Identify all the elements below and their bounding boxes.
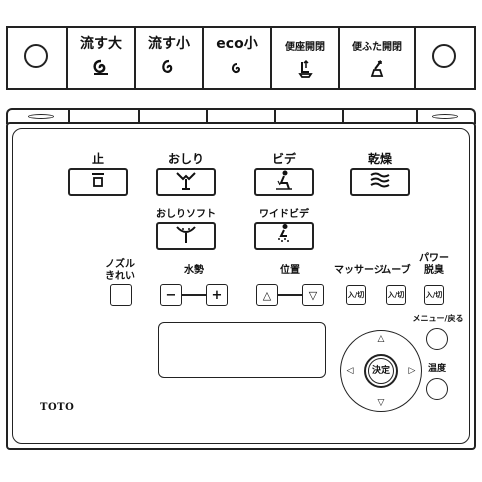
seat-open-close-button[interactable]: 便座開閉 [272, 28, 340, 88]
move-toggle-button[interactable]: 入/切 [386, 285, 406, 305]
panel-slot-right [432, 114, 458, 119]
massage-label: マッサージ [334, 265, 384, 276]
nozzle-clean-button[interactable] [110, 284, 132, 306]
position-label: 位置 [280, 265, 300, 276]
dpad-left-button[interactable]: ◁ [346, 366, 354, 376]
flush-eco-label: eco小 [216, 36, 258, 52]
panel-top-tabs [6, 108, 476, 124]
power-deodorize-label-line1: パワー [419, 253, 449, 264]
move-label: ムーブ [381, 265, 411, 276]
stop-icon [88, 170, 108, 195]
soft-spray-icon [173, 223, 199, 250]
oshiri-soft-label: おしりソフト [156, 209, 216, 220]
flush-large-button[interactable]: 流す大 [68, 28, 136, 88]
oshiri-soft-button[interactable] [156, 222, 216, 250]
dry-label: 乾燥 [367, 152, 392, 166]
wide-bide-button[interactable] [254, 222, 314, 250]
swirl-icon [68, 58, 134, 83]
seat-icon [272, 58, 338, 83]
remote-panel-inner [12, 128, 470, 444]
menu-back-label: メニュー/戻る [412, 314, 464, 323]
flush-eco-button[interactable]: eco小 [204, 28, 272, 88]
toto-logo: TOTO [40, 402, 75, 413]
lid-open-close-button[interactable]: 便ふた開閉 [340, 28, 416, 88]
flush-small-button[interactable]: 流す小 [136, 28, 204, 88]
stop-label: 止 [91, 152, 104, 166]
wide-bidet-icon [272, 223, 296, 250]
flush-strip: 流す大 流す小 eco小 便座開閉 便ふた開閉 [6, 26, 476, 90]
bidet-icon [272, 169, 296, 196]
massage-toggle-button[interactable]: 入/切 [346, 285, 366, 305]
swirl-icon [136, 58, 202, 83]
power-deodorize-label-line2: 脱臭 [424, 265, 444, 276]
power-deodorize-toggle-button[interactable]: 入/切 [424, 285, 444, 305]
temperature-button[interactable] [426, 378, 448, 400]
nozzle-clean-label-line2: きれい [105, 271, 135, 282]
seat-open-close-label: 便座開閉 [285, 42, 325, 53]
temperature-label: 温度 [427, 364, 446, 374]
wide-bide-label: ワイドビデ [259, 209, 309, 220]
flush-large-label: 流す大 [80, 36, 122, 52]
water-pressure-label: 水勢 [184, 265, 204, 276]
dry-air-icon [368, 171, 392, 194]
dry-button[interactable] [350, 168, 410, 196]
stop-button[interactable] [68, 168, 128, 196]
dpad-center-ring: 決定 [368, 358, 394, 384]
oshiri-label: おしり [167, 152, 204, 166]
position-connector [278, 294, 302, 296]
dpad-center-label: 決定 [371, 366, 390, 376]
lid-open-close-label: 便ふた開閉 [352, 42, 402, 53]
bide-label: ビデ [271, 152, 296, 166]
nozzle-clean-label-line1: ノズル [105, 259, 135, 270]
flush-small-label: 流す小 [148, 36, 190, 52]
right-circle-button[interactable] [432, 44, 456, 68]
water-pressure-connector [182, 294, 206, 296]
position-up-button[interactable]: △ [256, 284, 278, 306]
dpad-down-button[interactable]: ▽ [377, 398, 385, 408]
dpad-up-button[interactable]: △ [377, 334, 385, 344]
strip-cell-left [8, 28, 68, 88]
menu-back-button[interactable] [426, 328, 448, 350]
left-circle-button[interactable] [24, 44, 48, 68]
panel-slot-left [28, 114, 54, 119]
lcd-display [158, 322, 326, 378]
position-down-button[interactable]: ▽ [302, 284, 324, 306]
water-pressure-plus-button[interactable]: + [206, 284, 228, 306]
oshiri-button[interactable] [156, 168, 216, 196]
water-pressure-minus-button[interactable]: − [160, 284, 182, 306]
bidet-spray-icon [173, 169, 199, 196]
dpad-right-button[interactable]: ▷ [408, 366, 416, 376]
strip-cell-right [416, 28, 474, 88]
dpad-center-button[interactable]: 決定 [364, 354, 398, 388]
small-swirl-icon [204, 58, 270, 83]
lid-icon [340, 58, 414, 83]
bide-button[interactable] [254, 168, 314, 196]
